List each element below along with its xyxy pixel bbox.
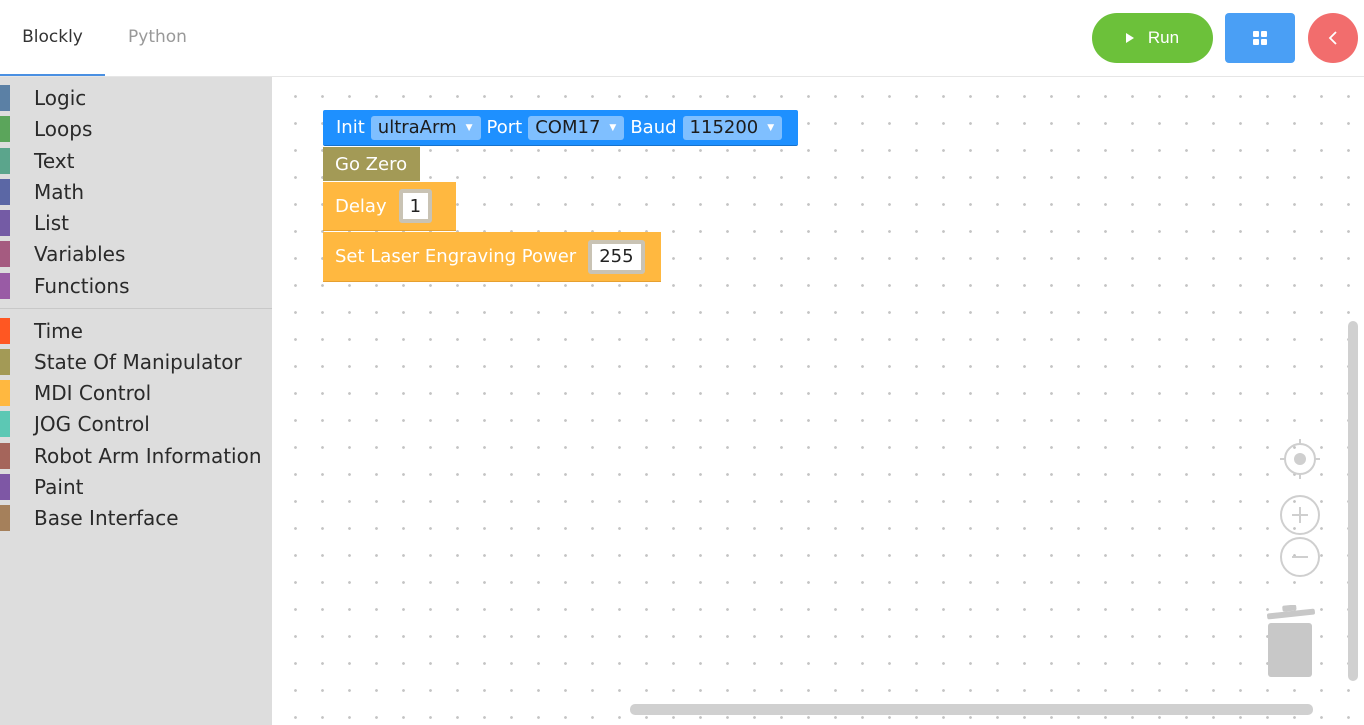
category-label: Text — [34, 149, 75, 173]
toolbox-category-functions[interactable]: Functions — [0, 271, 272, 300]
port-dropdown[interactable]: COM17 ▼ — [528, 115, 625, 140]
header-bar: Blockly Python Run — [0, 0, 1364, 77]
go-zero-label: Go Zero — [335, 153, 408, 175]
toolbox-category-list[interactable]: List — [0, 208, 272, 237]
category-color-swatch — [0, 273, 10, 299]
grid-view-button[interactable] — [1225, 13, 1295, 63]
delay-value-input[interactable]: 1 — [398, 189, 433, 223]
category-label: Loops — [34, 117, 93, 141]
port-label: Port — [486, 117, 523, 138]
dropdown-arrow-icon: ▼ — [767, 122, 775, 133]
category-color-swatch — [0, 179, 10, 205]
category-label: Time — [34, 319, 83, 343]
category-label: Paint — [34, 475, 84, 499]
go-zero-block[interactable]: Go Zero — [323, 147, 420, 181]
category-label: Functions — [34, 274, 130, 298]
vertical-scrollbar[interactable] — [1348, 321, 1358, 681]
laser-power-label: Set Laser Engraving Power — [335, 246, 577, 267]
category-label: Logic — [34, 86, 87, 110]
category-label: MDI Control — [34, 381, 152, 405]
toolbox-category-variables[interactable]: Variables — [0, 239, 272, 268]
toolbox-separator — [0, 308, 272, 309]
category-color-swatch — [0, 505, 10, 531]
category-color-swatch — [0, 85, 10, 111]
zoom-out-icon — [1292, 556, 1308, 558]
category-label: Math — [34, 180, 85, 204]
toolbox-category-logic[interactable]: Logic — [0, 83, 272, 112]
run-label: Run — [1147, 28, 1180, 47]
baud-value: 115200 — [689, 117, 759, 138]
zoom-out-button[interactable] — [1280, 537, 1320, 577]
category-label: JOG Control — [34, 412, 150, 436]
category-color-swatch — [0, 116, 10, 142]
category-color-swatch — [0, 241, 10, 267]
toolbox-category-state-of-manipulator[interactable]: State Of Manipulator — [0, 347, 272, 376]
toolbox-category-text[interactable]: Text — [0, 146, 272, 175]
dropdown-arrow-icon: ▼ — [465, 122, 473, 133]
category-label: Base Interface — [34, 506, 179, 530]
toolbox-category-math[interactable]: Math — [0, 177, 272, 206]
toolbox-category-loops[interactable]: Loops — [0, 114, 272, 143]
init-label: Init — [336, 117, 365, 138]
trash-icon — [1267, 604, 1315, 677]
category-color-swatch — [0, 474, 10, 500]
blockly-workspace[interactable]: Init ultraArm ▼ Port COM17 ▼ Baud 115200… — [272, 77, 1364, 725]
baud-dropdown[interactable]: 115200 ▼ — [682, 115, 783, 140]
init-block[interactable]: Init ultraArm ▼ Port COM17 ▼ Baud 115200… — [323, 110, 799, 146]
delay-block[interactable]: Delay 1 — [323, 182, 456, 231]
run-button[interactable]: Run — [1092, 13, 1213, 63]
toolbox-category-paint[interactable]: Paint — [0, 472, 272, 501]
category-color-swatch — [0, 443, 10, 469]
category-label: State Of Manipulator — [34, 350, 242, 374]
device-dropdown[interactable]: ultraArm ▼ — [370, 115, 481, 140]
toolbox-category-robot-arm-information[interactable]: Robot Arm Information — [0, 441, 272, 470]
target-icon — [1280, 439, 1320, 479]
tab-blockly[interactable]: Blockly — [0, 0, 105, 76]
laser-power-value-input[interactable]: 255 — [588, 239, 645, 274]
toolbox: Logic Loops Text Math List Variables Fun… — [0, 77, 272, 725]
back-button[interactable] — [1308, 13, 1358, 63]
category-color-swatch — [0, 349, 10, 375]
toolbox-category-base-interface[interactable]: Base Interface — [0, 503, 272, 532]
horizontal-scrollbar[interactable] — [630, 704, 1313, 715]
category-color-swatch — [0, 411, 10, 437]
dropdown-arrow-icon: ▼ — [609, 122, 617, 133]
recenter-button[interactable] — [1280, 439, 1320, 479]
zoom-in-icon — [1292, 507, 1308, 523]
port-value: COM17 — [535, 117, 601, 138]
device-value: ultraArm — [377, 117, 457, 138]
category-label: List — [34, 211, 69, 235]
toolbox-category-mdi-control[interactable]: MDI Control — [0, 378, 272, 407]
category-color-swatch — [0, 380, 10, 406]
toolbox-category-time[interactable]: Time — [0, 316, 272, 345]
category-color-swatch — [0, 318, 10, 344]
chevron-left-icon — [1328, 31, 1337, 45]
grid-icon — [1253, 31, 1267, 45]
category-color-swatch — [0, 210, 10, 236]
delay-label: Delay — [335, 195, 387, 217]
category-label: Robot Arm Information — [34, 444, 262, 468]
zoom-in-button[interactable] — [1280, 495, 1320, 535]
trash-button[interactable] — [1263, 604, 1319, 679]
category-label: Variables — [34, 242, 126, 266]
laser-power-block[interactable]: Set Laser Engraving Power 255 — [323, 232, 661, 282]
toolbox-category-jog-control[interactable]: JOG Control — [0, 409, 272, 438]
play-icon — [1125, 33, 1134, 43]
category-color-swatch — [0, 148, 10, 174]
baud-label: Baud — [630, 117, 677, 138]
tab-python[interactable]: Python — [128, 27, 187, 47]
